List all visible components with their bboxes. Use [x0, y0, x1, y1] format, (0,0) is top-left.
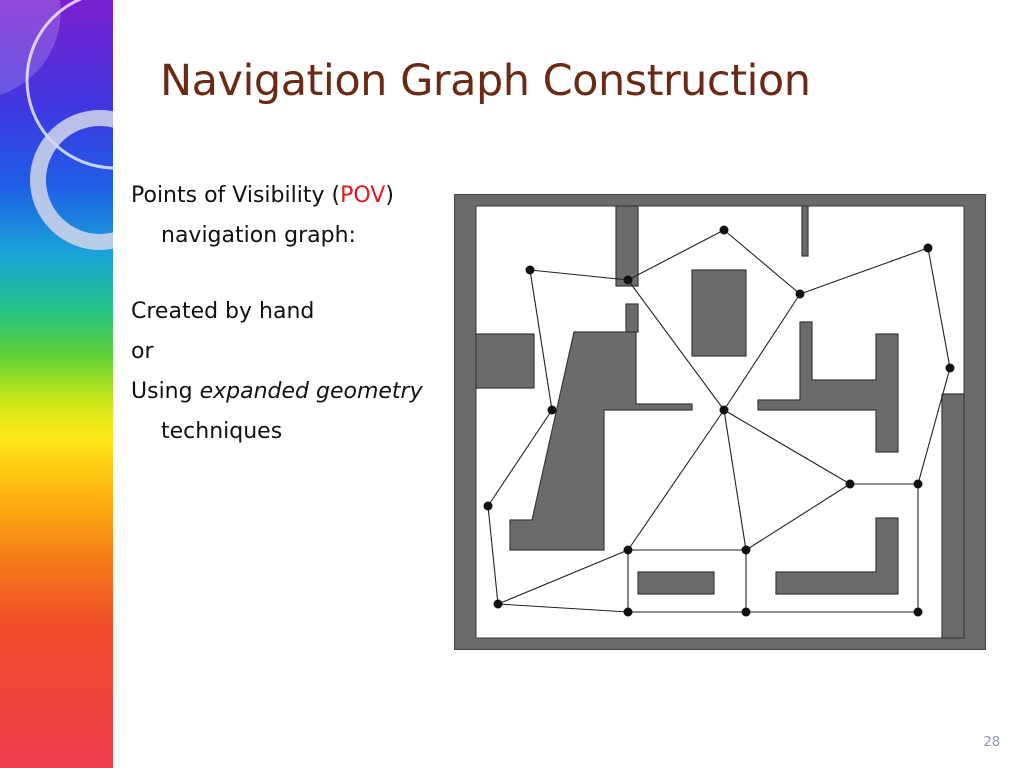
wall-top-a — [615, 205, 639, 287]
graph-node — [719, 405, 729, 415]
bullet-or: or — [131, 339, 154, 364]
center-block — [691, 269, 747, 357]
graph-node — [795, 289, 805, 299]
navigation-edges — [487, 229, 951, 613]
graph-node — [623, 275, 633, 285]
wall-right-edge — [941, 393, 965, 639]
bullet-pov: Points of Visibility (POV) navigation gr… — [131, 176, 441, 256]
bullet-using-text: Using — [131, 379, 200, 404]
bullet-pov-text-2: ) navigation graph: — [161, 183, 394, 248]
bullet-techniques-text: techniques — [161, 419, 283, 444]
graph-node — [945, 363, 955, 373]
slide-number: 28 — [983, 735, 1000, 750]
wall-right-t — [757, 321, 899, 453]
graph-node — [623, 607, 633, 617]
page-title: Navigation Graph Construction — [160, 56, 811, 106]
wall-left-stub — [625, 303, 639, 333]
graph-node — [483, 501, 493, 511]
graph-node — [845, 479, 855, 489]
graph-node — [547, 405, 557, 415]
wall-l-shape — [509, 331, 693, 551]
graph-node — [525, 265, 535, 275]
graph-node — [623, 545, 633, 555]
graph-node — [923, 243, 933, 253]
graph-node — [493, 599, 503, 609]
graph-node — [741, 607, 751, 617]
wall-top-b — [801, 205, 809, 257]
pov-navigation-graph-figure — [454, 194, 986, 650]
bullet-by-hand: Created by hand — [131, 299, 315, 324]
graph-node — [913, 607, 923, 617]
decorative-circles — [0, 0, 113, 250]
bullet-list: Points of Visibility (POV) navigation gr… — [131, 176, 441, 452]
sidebar-rainbow-decoration — [0, 0, 113, 768]
navigation-nodes — [483, 225, 955, 617]
bottom-l-right — [775, 517, 899, 595]
graph-node — [913, 479, 923, 489]
expanded-geometry-emphasis: expanded geometry — [199, 379, 423, 404]
graph-node — [741, 545, 751, 555]
graph-node — [719, 225, 729, 235]
obstacles — [475, 205, 965, 639]
bottom-bar-left — [637, 571, 715, 595]
bullet-pov-text-1: Points of Visibility ( — [131, 183, 341, 208]
bullet-expanded-geometry: Using expanded geometry techniques — [131, 372, 441, 452]
pov-highlight: POV — [340, 183, 386, 208]
wall-left — [475, 333, 535, 389]
